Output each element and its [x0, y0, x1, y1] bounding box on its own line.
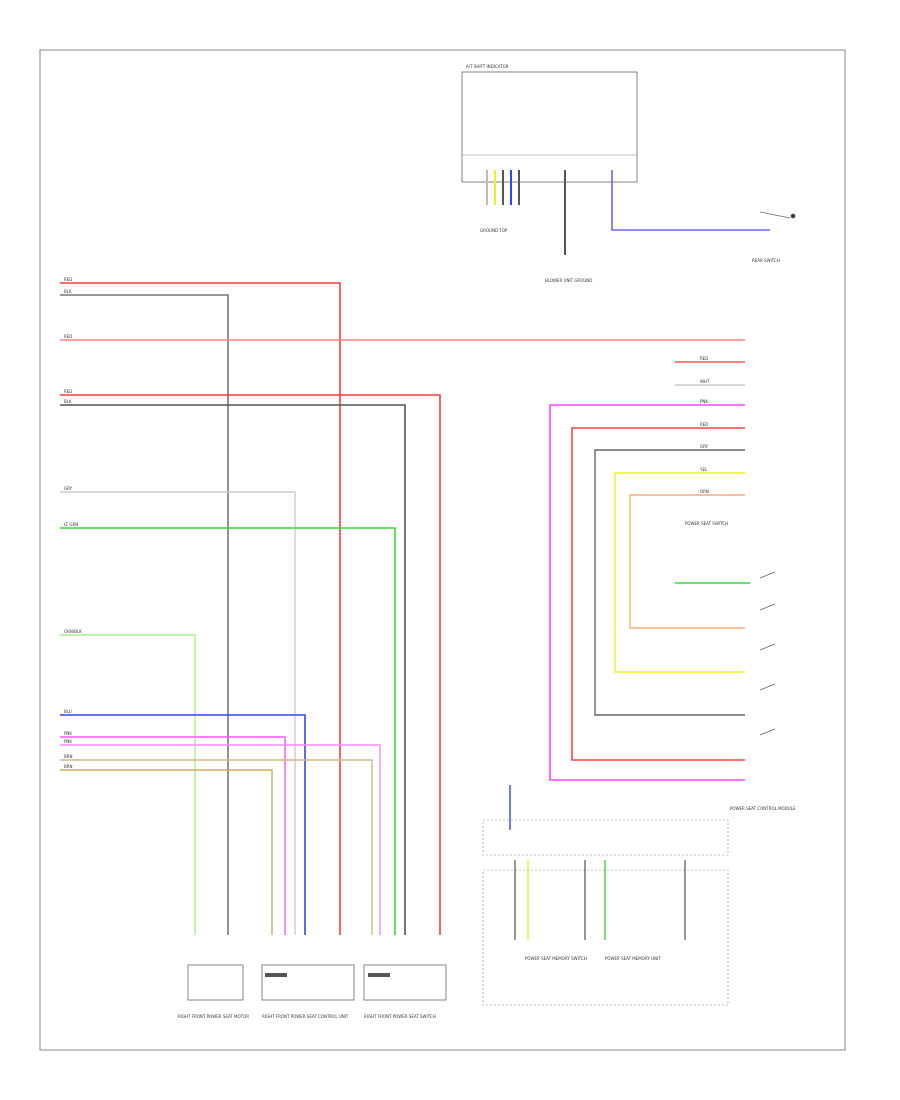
control-module-bottom: POWER SEAT MEMORY SWITCH POWER SEAT MEMO…	[482, 785, 729, 1006]
diagram-border	[39, 49, 846, 1051]
left-wire-harness	[60, 282, 745, 935]
bottom-box-label-2: POWER SEAT MEMORY UNIT	[605, 956, 661, 961]
ground-top-label: GROUND TOP	[480, 228, 508, 233]
top-module: A/T SHIFT INDICATOR GROUND TOP BLOWER UN…	[461, 64, 780, 283]
module-right-label: POWER SEAT SWITCH	[685, 521, 728, 526]
top-module-label: A/T SHIFT INDICATOR	[466, 64, 509, 69]
seat-motor-label-3: RIGHT FRONT POWER SEAT SWITCH	[364, 1014, 436, 1019]
bottom-box-label-1: POWER SEAT MEMORY SWITCH	[525, 956, 587, 961]
wire-label: PNK	[64, 739, 72, 744]
wire-label: RED	[64, 277, 72, 282]
wire-label: RED	[64, 334, 72, 339]
right-wire-harness	[549, 361, 750, 781]
right-wire-labels: RED WHT PNK RED GRY YEL ORN	[699, 356, 710, 494]
wire-label: LT GRN	[64, 522, 78, 527]
blower-ground-label: BLOWER UNIT GROUND	[545, 278, 592, 283]
left-wire-labels: RED BLK RED RED BLK GRY LT GRN GRN/BLK B…	[64, 277, 82, 769]
wire-label: ORN	[700, 489, 709, 494]
wire-label: GRY	[700, 444, 709, 449]
wire-label: WHT	[700, 379, 710, 384]
wire-label: PNK	[64, 731, 72, 736]
wire-label: BRN	[64, 754, 73, 759]
wire-label: YEL	[699, 467, 708, 472]
wire-label: BLK	[64, 289, 72, 294]
rear-switch-label: REAR SWITCH	[752, 258, 780, 263]
wire-label: RED	[700, 422, 708, 427]
module-right-label-2: POWER SEAT CONTROL MODULE	[730, 806, 796, 811]
wire-label: BLK	[64, 399, 72, 404]
switch-symbols	[759, 211, 796, 736]
wire-label: RED	[64, 389, 72, 394]
seat-motor-label-2: RIGHT FRONT POWER SEAT CONTROL UNIT	[262, 1014, 349, 1019]
wire-label: BRN	[64, 764, 73, 769]
seat-motor-label-1: RIGHT FRONT POWER SEAT MOTOR	[178, 1014, 249, 1019]
wire-label: GRY	[64, 486, 73, 491]
seat-motor-connectors	[187, 964, 447, 1001]
wire-label: RED	[700, 356, 708, 361]
wire-label: PNK	[700, 399, 708, 404]
wire-label: BLU	[64, 709, 72, 714]
wire-label: GRN/BLK	[64, 629, 82, 634]
